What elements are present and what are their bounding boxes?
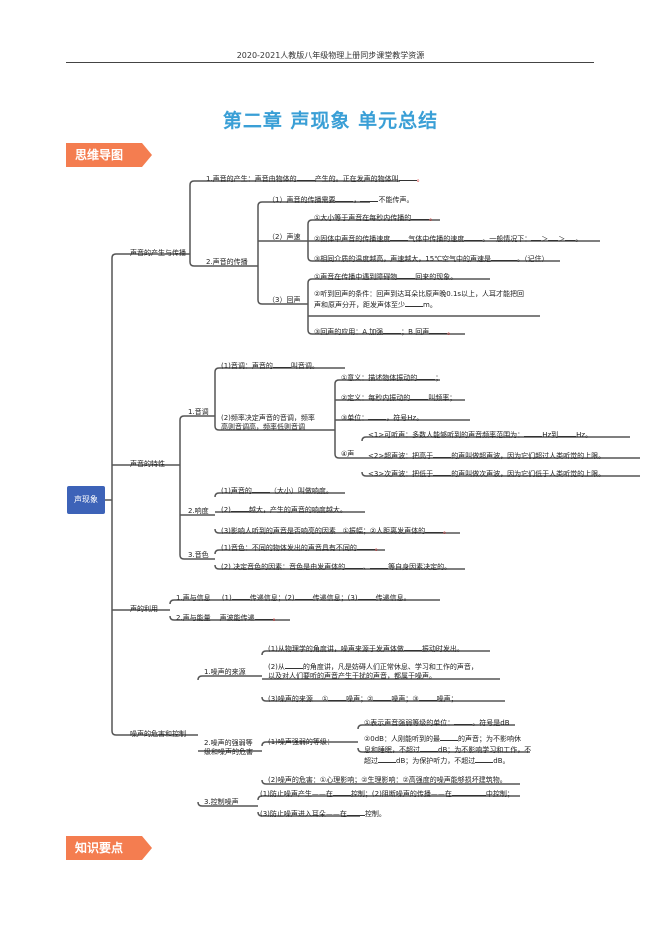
node-timbre-factors: (2) 决定音色的因素：音色是由发声体的、等自身因素决定的。 — [221, 563, 452, 571]
node-freq-definition: ②定义：每秒内振动的叫频率； — [341, 394, 457, 402]
node-speed-2: ②固体中声音的传播速度气体中传播的速度。一般情况下：＞＞。 — [314, 235, 583, 243]
node-loudness-factors: (3)影响人听到的声音是否响亮的因素 ①振幅；②人距离发声体的。 — [221, 527, 451, 535]
node-pitch: 1.音调 — [188, 408, 209, 416]
node-medium: （1）声音的传播需要，不能传声。 — [268, 196, 414, 204]
node-timbre: 3.音色 — [188, 551, 209, 559]
node-noise-environment: (2)从的角度讲，凡是妨碍人们正常休息、学习和工作的声音，以及对人们要听的声音产… — [268, 663, 478, 680]
node-control-source: (1)防止噪声产生——在控制；(2)阻断噪声的传播——在中控制； — [260, 790, 514, 798]
node-sound-energy: 2.声与能量 声波能传递。 — [176, 614, 280, 622]
node-echo-3: ③回声的应用：A.加强；B.回声。 — [314, 328, 455, 336]
branch-noise: 噪声的危害和控制 — [130, 730, 186, 738]
node-freq-unit: ③单位：，符号Hz。 — [341, 414, 424, 422]
node-freq-meaning: ①意义：描述物体振动的； — [341, 374, 443, 382]
node-control-ear: (3)防止噪声进入耳朵——在控制。 — [260, 810, 386, 818]
node-speed-3: ③相同介质的温度越高，声速越大，15℃空气中的声速是。（记住） — [314, 255, 549, 263]
node-ultrasound: <2>超声波：把高于的声叫做超声波，因为它们超过人类听觉的上限。 — [368, 452, 606, 460]
node-noise-source: 1.噪声的来源 — [204, 668, 246, 676]
node-loudness: 2.响度 — [188, 507, 209, 515]
node-production: 1.声音的产生：声音由物体的产生的。正在发声的物体叫。 — [206, 175, 424, 183]
knowledge-tag: 知识要点 — [66, 836, 152, 860]
node-speed-1: ①大小等于声音在每秒内传播的。 — [314, 214, 437, 222]
branch-production-propagation: 声音的产生与传播 — [130, 249, 186, 257]
node-sound-information: 1.声与信息 (1)传递信息；(2)传递信息；(3)传递信息。 — [176, 594, 411, 602]
mindmap-root: 声现象 — [67, 486, 105, 514]
node-frequency: (2)频率决定声音的音调，频率高则音调高，频率低则音调 — [221, 414, 315, 431]
node-amplitude: (2)越大，产生的声音的响度越大。 — [221, 506, 347, 514]
page-title: 第二章 声现象 单元总结 — [222, 110, 439, 132]
node-noise-physics: (1)从物理学的角度讲，噪声来源于发声体做振动时发出。 — [268, 645, 464, 653]
node-noise-level: 2.噪声的强弱等级和噪声的危害 — [204, 739, 253, 756]
node-noise-grade: (1)噪声强弱的等级： — [268, 738, 334, 746]
node-loudness-def: (1)声音的（大小）叫做响度。 — [221, 487, 333, 495]
node-decibel-unit: ①表示声音强弱等级的单位：。符号是dB — [364, 719, 510, 727]
node-noise-control: 3.控制噪声 — [204, 798, 239, 806]
node-infrasound: <3>次声波：把低于的声叫做次声波，因为它们低于人类听觉的上限。 — [368, 470, 606, 478]
node-propagation: 2.声音的传播 — [206, 258, 248, 266]
branch-characteristics: 声音的特性 — [130, 460, 165, 468]
node-echo-2: ②听到回声的条件：回声到达耳朵比原声晚0.1s以上，人耳才能把回声和原声分开，距… — [314, 290, 525, 309]
mindmap-tag: 思维导图 — [66, 143, 152, 167]
branch-uses: 声的利用 — [130, 605, 158, 613]
node-speed: （2）声速 — [268, 233, 301, 241]
node-echo-1: ①声音在传播中遇到障碍物回来的现象。 — [314, 273, 458, 281]
node-noise-harm: (2)噪声的危害：①心理影响；②生理影响：②高强度的噪声能够损坏建筑物。 — [268, 776, 507, 784]
node-sound-types: ④声 — [341, 450, 355, 458]
header-rule — [66, 62, 594, 63]
node-pitch-def: (1)音调：声音的叫音调。 — [221, 362, 319, 370]
page-header: 2020-2021人教版八年级物理上册同步课堂教学资源 — [236, 51, 425, 60]
node-echo: （3）回声 — [268, 296, 301, 304]
node-timbre-def: (1)音色：不同的物体发出的声音具有不同的。 — [221, 544, 382, 552]
